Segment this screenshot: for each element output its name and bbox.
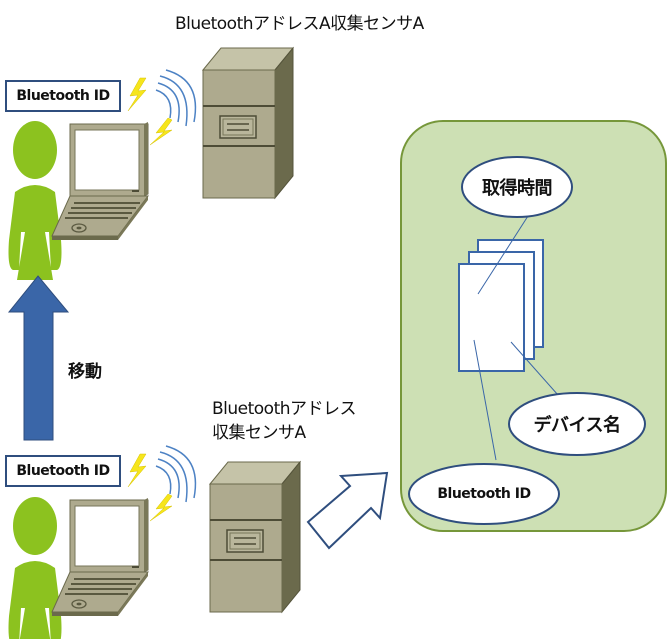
connector-device-name: [510, 341, 559, 396]
field-label-acquire-time: 取得時間: [482, 178, 553, 199]
top-laptop: [51, 121, 149, 241]
field-ellipse-device-name: [508, 392, 646, 456]
bottom-sensor-label-line2: 収集センサA: [212, 423, 306, 443]
top-sensor-label: BluetoothアドレスA収集センサA: [175, 14, 424, 34]
record-stack-icon: [458, 239, 544, 372]
field-ellipse-bluetooth-id: [408, 463, 560, 525]
movement-arrow: [7, 275, 70, 441]
field-ellipse-acquire-time: [461, 156, 573, 218]
bottom-laptop: [51, 497, 149, 617]
bottom-server-icon: [209, 461, 301, 613]
top-server-icon: [202, 47, 294, 199]
field-label-bluetooth-id: Bluetooth ID: [437, 486, 531, 502]
movement-label: 移動: [68, 362, 102, 382]
top-bluetooth-id-badge: Bluetooth ID: [5, 80, 121, 112]
transfer-arrow: [306, 471, 389, 550]
bottom-sensor-label-line1: Bluetoothアドレス: [212, 399, 357, 419]
connector-acquire-time: [477, 215, 529, 295]
top-person: [8, 121, 62, 280]
field-label-device-name: デバイス名: [533, 415, 621, 436]
connector-bluetooth-id: [473, 339, 497, 461]
bottom-bluetooth-id-badge: Bluetooth ID: [5, 455, 121, 487]
bottom-person: [8, 497, 62, 639]
